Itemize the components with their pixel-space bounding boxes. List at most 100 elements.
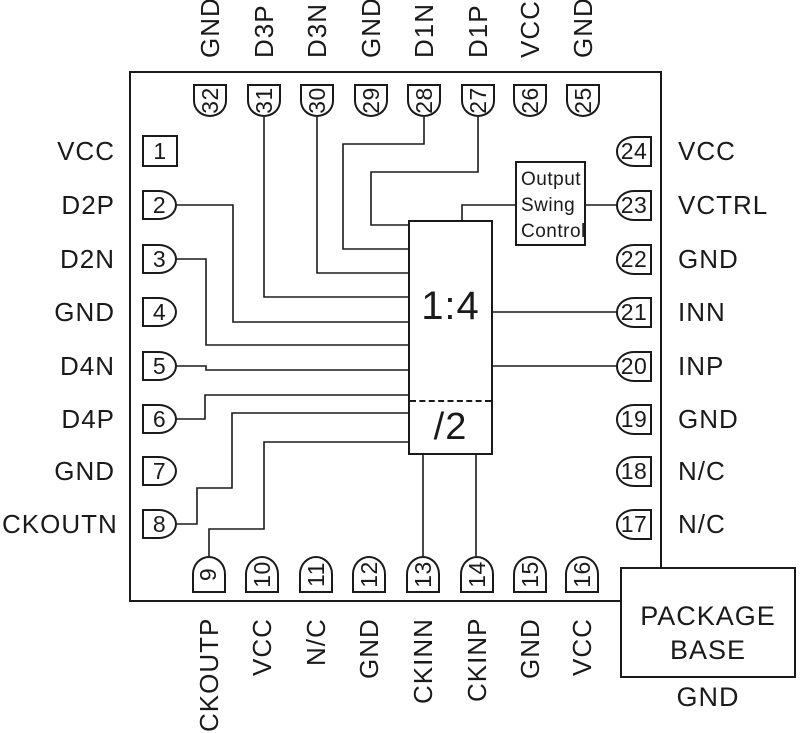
package-base-gnd-label: GND xyxy=(676,682,740,712)
pin-number: 16 xyxy=(568,561,595,588)
pin-number: 2 xyxy=(152,191,167,218)
pin-number: 3 xyxy=(152,245,167,272)
wire-pin2-d2p xyxy=(176,204,408,323)
pin-13: 13 xyxy=(406,556,440,593)
pin-label-20: INP xyxy=(678,351,725,381)
demux-ratio-label: 1:4 xyxy=(421,284,480,328)
pin-label-5: D4N xyxy=(59,351,115,381)
pin-15: 15 xyxy=(513,556,547,593)
output-swing-control-box: Output Swing Control xyxy=(515,161,586,246)
pin-3: 3 xyxy=(142,244,177,274)
pin-32: 32 xyxy=(193,84,227,117)
wire-pin3-d2n xyxy=(176,258,408,346)
pin-number: 26 xyxy=(516,87,543,114)
pin-number: 32 xyxy=(196,87,223,114)
pin-8: 8 xyxy=(142,509,177,539)
pin-label-23: VCTRL xyxy=(678,190,769,220)
pin-label-3: D2N xyxy=(59,244,115,274)
pin-2: 2 xyxy=(142,190,177,220)
wire-pin6-d4p xyxy=(176,394,408,420)
pin-4: 4 xyxy=(142,297,177,327)
pin-14: 14 xyxy=(460,556,494,593)
pin-number: 6 xyxy=(152,405,167,432)
package-base-box: PACKAGE BASE xyxy=(620,567,796,678)
pin-16: 16 xyxy=(565,556,599,593)
demux-block: 1:4 /2 xyxy=(408,220,493,455)
pin-30: 30 xyxy=(300,84,334,117)
pin-17: 17 xyxy=(616,508,652,540)
pin-number: 18 xyxy=(620,457,648,484)
pin-6: 6 xyxy=(142,404,177,434)
pin-number: 4 xyxy=(152,298,167,325)
wire-pin5-d4n xyxy=(176,365,408,371)
pin-number: 14 xyxy=(463,561,490,588)
wire-pin31-d3p xyxy=(263,117,408,298)
pin-12: 12 xyxy=(352,556,386,593)
pin-19: 19 xyxy=(616,403,652,435)
pin-31: 31 xyxy=(247,84,281,117)
pin-number: 31 xyxy=(250,87,277,114)
package-base-line-1: PACKAGE xyxy=(640,601,776,631)
pin-number: 13 xyxy=(409,561,436,588)
pin-number: 7 xyxy=(152,457,167,484)
pin-number: 19 xyxy=(620,405,648,432)
pin-number: 21 xyxy=(620,298,648,325)
pin-number: 27 xyxy=(464,87,491,114)
wire-pin8-ckoutn xyxy=(176,412,408,525)
pin-7: 7 xyxy=(142,456,177,486)
chip-outline xyxy=(129,71,662,602)
pin-number: 9 xyxy=(195,567,222,582)
pin-number: 24 xyxy=(620,137,648,164)
pin-label-6: D4P xyxy=(61,404,115,434)
pin-22: 22 xyxy=(616,243,652,275)
block-divider-dashed-line xyxy=(410,400,491,402)
pin-27: 27 xyxy=(461,84,495,117)
pin-11: 11 xyxy=(299,556,333,593)
clock-divider-label: /2 xyxy=(433,406,468,448)
pin-number: 29 xyxy=(357,87,384,114)
pin-label-17: N/C xyxy=(678,509,726,539)
pin-number: 8 xyxy=(152,510,167,537)
wire-block-osc xyxy=(461,204,515,220)
pin-label-7: GND xyxy=(54,456,115,486)
pin-18: 18 xyxy=(616,455,652,487)
wire-pin28-d1n xyxy=(342,117,425,250)
wire-pin27-d1p xyxy=(370,117,479,226)
pin-label-19: GND xyxy=(678,404,739,434)
pin-label-1: VCC xyxy=(57,136,115,166)
pin-number: 28 xyxy=(410,87,437,114)
pin-25: 25 xyxy=(566,84,600,117)
wire-pin9-ckoutp xyxy=(208,441,408,556)
pin-21: 21 xyxy=(616,296,652,328)
pin-23: 23 xyxy=(616,189,652,221)
package-base-line-2: BASE xyxy=(669,635,747,665)
pin-number: 20 xyxy=(620,352,648,379)
pin-28: 28 xyxy=(407,84,441,117)
pin-29: 29 xyxy=(354,84,388,117)
pin-number: 30 xyxy=(303,87,330,114)
pin-label-2: D2P xyxy=(61,190,115,220)
pin-number: 12 xyxy=(355,561,382,588)
osc-line-3: Control xyxy=(521,221,586,242)
pin-number: 11 xyxy=(302,562,329,587)
osc-line-2: Swing xyxy=(521,195,576,216)
pin-label-22: GND xyxy=(678,244,739,274)
pin-number: 10 xyxy=(248,561,275,588)
pin-26: 26 xyxy=(513,84,547,117)
pin-number: 25 xyxy=(569,87,596,114)
pin-number: 5 xyxy=(152,352,167,379)
pin-label-18: N/C xyxy=(678,456,726,486)
pin-1: 1 xyxy=(142,135,178,167)
wire-pin30-d3n xyxy=(316,117,408,274)
pin-label-4: GND xyxy=(54,297,115,327)
pin-number: 15 xyxy=(516,561,543,588)
pin-20: 20 xyxy=(616,350,652,382)
pin-24: 24 xyxy=(616,135,652,167)
pin-label-8: CKOUTN xyxy=(2,509,118,539)
pin-label-24: VCC xyxy=(678,136,736,166)
pin-number: 17 xyxy=(620,510,648,537)
pin-9: 9 xyxy=(192,556,226,593)
pin-number: 23 xyxy=(620,191,648,218)
